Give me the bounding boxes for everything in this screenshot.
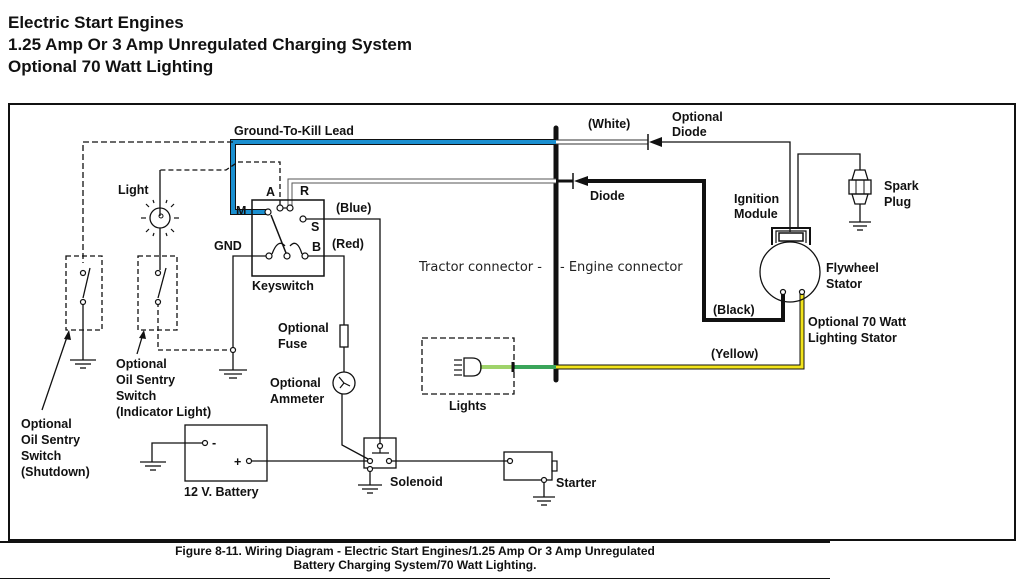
label-keyswitch: Keyswitch xyxy=(252,279,314,293)
label-battery: 12 V. Battery xyxy=(184,485,259,499)
caption-rule-top xyxy=(0,541,830,543)
label-optional-fuse-1: Optional xyxy=(278,321,329,335)
label-oil-shutdown-4: (Shutdown) xyxy=(21,465,90,479)
oil-sentry-shutdown-switch-icon xyxy=(65,255,103,369)
flywheel-stator-icon xyxy=(759,241,821,303)
label-terminal-r: R xyxy=(300,184,309,198)
label-spark-2: Plug xyxy=(884,195,911,209)
label-oil-indicator-2: Oil Sentry xyxy=(116,373,175,387)
ground-icon-keyswitch xyxy=(219,369,247,379)
label-diode: Diode xyxy=(590,189,625,203)
label-light: Light xyxy=(118,183,149,197)
title-block: Electric Start Engines 1.25 Amp Or 3 Amp… xyxy=(8,12,412,78)
label-lighting-stator-1: Optional 70 Watt xyxy=(808,315,907,329)
label-ignition-2: Module xyxy=(734,207,778,221)
label-optional-diode-1: Optional xyxy=(672,110,723,124)
title-line-1: Electric Start Engines xyxy=(8,13,184,32)
label-terminal-m: M xyxy=(236,204,246,218)
label-optional-fuse-2: Fuse xyxy=(278,337,307,351)
shutdown-switch-wire xyxy=(82,141,233,263)
label-tractor-connector: Tractor connector - xyxy=(418,260,542,275)
label-battery-plus: + xyxy=(234,455,241,469)
lights-icon xyxy=(421,337,515,395)
label-oil-indicator-3: Switch xyxy=(116,389,156,403)
label-solenoid: Solenoid xyxy=(390,475,443,489)
diode-icon xyxy=(556,173,588,189)
caption-line-2: Battery Charging System/70 Watt Lighting… xyxy=(293,558,537,572)
a-terminal-wire xyxy=(160,161,281,205)
caption-rule-bottom xyxy=(0,578,830,579)
label-battery-minus: - xyxy=(212,436,216,450)
label-oil-shutdown-3: Switch xyxy=(21,449,61,463)
label-lighting-stator-2: Lighting Stator xyxy=(808,331,897,345)
gnd-wire xyxy=(232,255,266,370)
title-line-3: Optional 70 Watt Lighting xyxy=(8,57,214,76)
ignition-module-icon xyxy=(771,153,861,245)
label-yellow: (Yellow) xyxy=(711,347,758,361)
label-oil-indicator-4: (Indicator Light) xyxy=(116,405,211,419)
label-oil-indicator-1: Optional xyxy=(116,357,167,371)
label-oil-shutdown-2: Oil Sentry xyxy=(21,433,80,447)
yellow-wire xyxy=(556,293,805,370)
label-spark-1: Spark xyxy=(884,179,919,193)
label-optional-ammeter-1: Optional xyxy=(270,376,321,390)
b-terminal-wire xyxy=(308,255,345,325)
r-terminal-wire xyxy=(287,178,556,208)
black-wire xyxy=(588,179,785,322)
ammeter-icon xyxy=(332,371,356,395)
label-oil-shutdown-1: Optional xyxy=(21,417,72,431)
figure-caption: Figure 8-11. Wiring Diagram - Electric S… xyxy=(0,544,830,572)
label-starter: Starter xyxy=(556,476,596,490)
label-terminal-s: S xyxy=(311,220,319,234)
label-blue: (Blue) xyxy=(336,201,371,215)
label-flywheel-2: Stator xyxy=(826,277,862,291)
light-bulb-icon xyxy=(141,198,179,270)
label-black: (Black) xyxy=(713,303,755,317)
label-ground-to-kill: Ground-To-Kill Lead xyxy=(234,124,354,138)
label-optional-diode-2: Diode xyxy=(672,125,707,139)
label-terminal-a: A xyxy=(266,185,275,199)
spark-plug-icon xyxy=(848,169,872,231)
label-flywheel-1: Flywheel xyxy=(826,261,879,275)
diagram-frame xyxy=(8,103,1016,541)
label-optional-ammeter-2: Ammeter xyxy=(270,392,324,406)
battery-icon xyxy=(140,424,268,482)
label-white: (White) xyxy=(588,117,630,131)
label-red: (Red) xyxy=(332,237,364,251)
label-terminal-b: B xyxy=(312,240,321,254)
oil-sentry-indicator-switch-icon xyxy=(137,255,178,331)
label-lights: Lights xyxy=(449,399,487,413)
solenoid-icon xyxy=(358,437,397,494)
s-terminal-wire xyxy=(306,218,381,443)
label-gnd: GND xyxy=(214,239,242,253)
optional-diode-icon xyxy=(647,134,791,232)
ground-to-kill-wire xyxy=(230,139,556,215)
fuse-icon xyxy=(339,324,349,348)
lights-wire xyxy=(480,362,556,372)
label-ignition-1: Ignition xyxy=(734,192,779,206)
starter-icon xyxy=(503,451,558,506)
caption-line-1: Figure 8-11. Wiring Diagram - Electric S… xyxy=(175,544,655,558)
label-engine-connector: - Engine connector xyxy=(560,260,683,275)
title-line-2: 1.25 Amp Or 3 Amp Unregulated Charging S… xyxy=(8,35,412,54)
